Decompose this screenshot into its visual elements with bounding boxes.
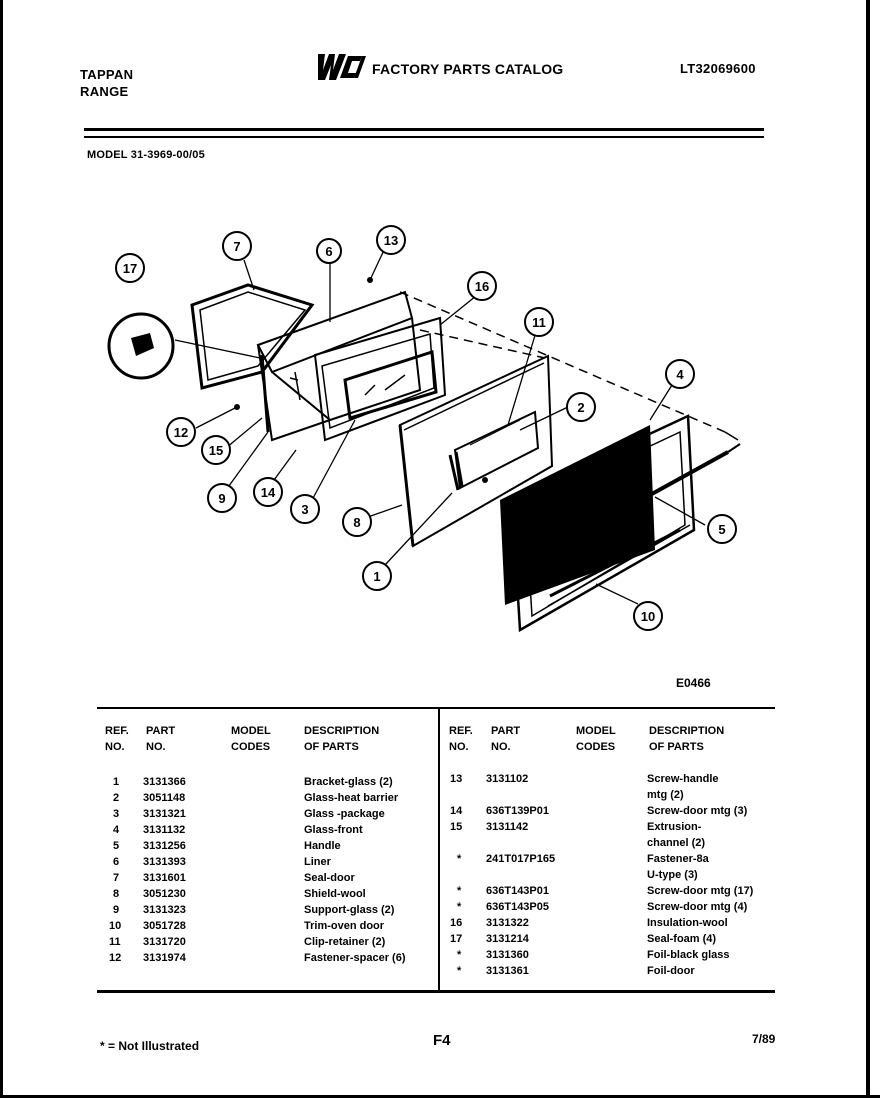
page-number: F4 (433, 1032, 451, 1049)
table-row: mtg (2) (647, 789, 684, 801)
callout-7: 7 (233, 239, 240, 254)
callout-12: 12 (174, 425, 188, 440)
catalog-number: LT32069600 (680, 61, 756, 76)
header-part-no-right: PART NO. (491, 725, 521, 753)
parts-table: REF. NO. PART NO. MODEL CODES DESCRIPTIO… (97, 707, 775, 993)
model-number: MODEL 31-3969-00/05 (87, 149, 205, 161)
figure-code: E0466 (676, 676, 711, 690)
header-description-right: DESCRIPTION OF PARTS (649, 725, 725, 753)
header-model-codes-left: MODEL CODES (231, 725, 271, 753)
scan-border-left (0, 0, 3, 1098)
callout-8: 8 (353, 515, 360, 530)
callout-6: 6 (325, 244, 332, 259)
scan-border-right (866, 0, 870, 1098)
footnote: * = Not Illustrated (100, 1039, 200, 1053)
table-top-rule (97, 707, 775, 709)
callout-17: 17 (123, 261, 137, 276)
callout-4: 4 (676, 367, 684, 382)
callout-16: 16 (475, 279, 489, 294)
header-description-left: DESCRIPTION OF PARTS (304, 725, 380, 753)
callout-2: 2 (577, 400, 584, 415)
header-model-codes-right: MODEL CODES (576, 725, 616, 753)
header-ref-no-right: REF. NO. (449, 725, 473, 753)
callout-13: 13 (384, 233, 398, 248)
table-bottom-rule (97, 990, 775, 993)
table-divider (438, 709, 440, 990)
table-row: channel (2) (647, 837, 706, 849)
callout-11: 11 (532, 315, 546, 330)
header-part-no-left: PART NO. (146, 725, 176, 753)
callout-1: 1 (373, 569, 380, 584)
brand-line2: RANGE (80, 84, 129, 99)
scan-border-bottom (0, 1095, 880, 1098)
callout-9: 9 (218, 491, 225, 506)
callout-5: 5 (718, 522, 725, 537)
brand-line1: TAPPAN (80, 67, 134, 82)
table-row: U-type (3) (647, 869, 698, 881)
callout-10: 10 (641, 609, 655, 624)
wci-logo (318, 54, 366, 80)
brand-block: TAPPAN RANGE (80, 66, 133, 100)
revision-date: 7/89 (752, 1032, 776, 1046)
callout-3: 3 (301, 502, 308, 517)
callout-14: 14 (261, 485, 276, 500)
catalog-title: FACTORY PARTS CATALOG (372, 61, 564, 77)
header-rule (84, 128, 764, 131)
callout-15: 15 (209, 443, 223, 458)
header-ref-no-left: REF. NO. (105, 725, 129, 753)
exploded-door-diagram: 17 7 6 13 16 11 4 2 12 15 9 14 3 8 1 5 1… (107, 225, 741, 633)
header-rule-secondary (84, 136, 764, 138)
